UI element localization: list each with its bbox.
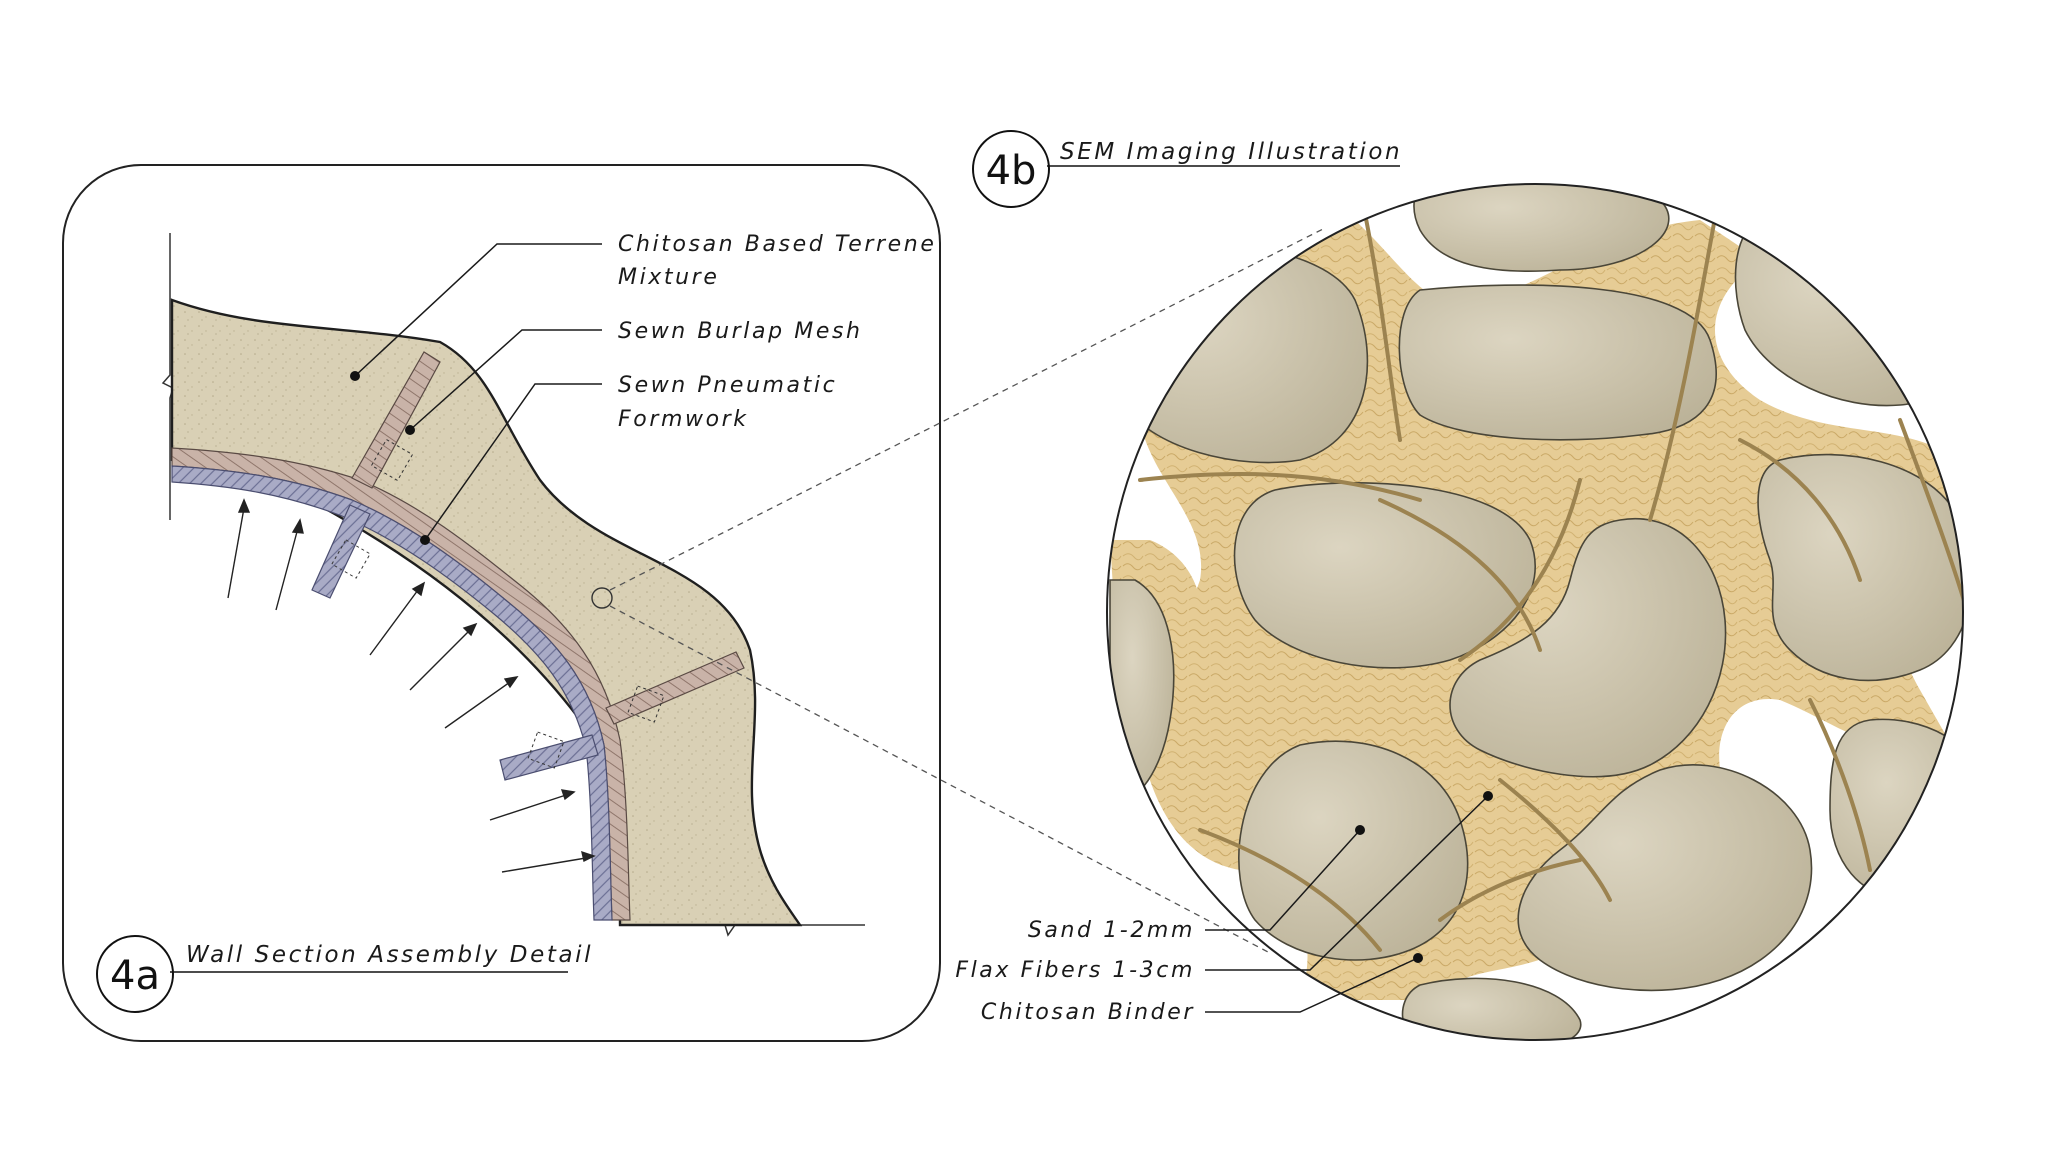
title-4b: SEM Imaging Illustration [1060,139,1402,165]
callout-dot-pneumatic [420,535,430,545]
badge-4a: 4a [110,953,160,999]
sand-grain [1233,482,1536,669]
callout-dot-terrene [350,371,360,381]
label-pneumatic-line2: Formwork [618,407,749,432]
burlap-spur-upper [351,351,441,489]
formwork-tab-upper [311,504,371,599]
label-flax: Flax Fibers 1-3cm [955,958,1195,983]
badge-4b-circle [972,130,1050,208]
label-terrene-line2: Mixture [618,265,719,290]
label-pneumatic-line1: Sewn Pneumatic [618,373,837,398]
badge-4a-circle [96,935,174,1013]
sand-grain [1398,284,1717,441]
sand-grain [1757,453,1963,682]
seam-marker-1 [370,438,414,482]
zoom-source-circle [591,587,613,609]
sand-grain [1449,517,1727,778]
zoom-projection-lines [609,227,1326,953]
sem-magnified-view [1107,184,1963,1040]
seam-marker-4 [527,731,565,769]
sand-grain [1413,184,1670,273]
panel-4b: 4b SEM Imaging Illustration [955,130,1964,1041]
sand-grain [1238,740,1469,961]
burlap-spur-lower [605,651,745,725]
callout-dot-binder [1413,953,1423,963]
seam-marker-3 [627,685,665,723]
seam-marker-2 [331,539,371,579]
wall-cut-line-left [161,233,174,520]
label-terrene-line1: Chitosan Based Terrene [618,232,936,257]
flax-fibers [1138,188,1963,952]
pneumatic-formwork-band [171,465,613,921]
callout-leaders-4b [1205,795,1489,1013]
title-4a: Wall Section Assembly Detail [186,942,593,968]
label-binder: Chitosan Binder [981,1000,1195,1025]
panel-4a: Chitosan Based Terrene Mixture Sewn Burl… [62,164,941,1042]
sem-frame-circle [1106,183,1964,1041]
callout-dot-flax [1483,791,1493,801]
pressure-arrows [227,498,596,873]
callout-dot-burlap [405,425,415,435]
terrene-mixture-section [170,298,803,927]
sand-grain [1517,764,1813,992]
label-sand: Sand 1-2mm [1028,918,1195,943]
badge-4b: 4b [986,148,1037,194]
callout-leaders-4a [354,243,602,541]
callout-dot-sand [1355,825,1365,835]
label-burlap: Sewn Burlap Mesh [618,319,863,344]
